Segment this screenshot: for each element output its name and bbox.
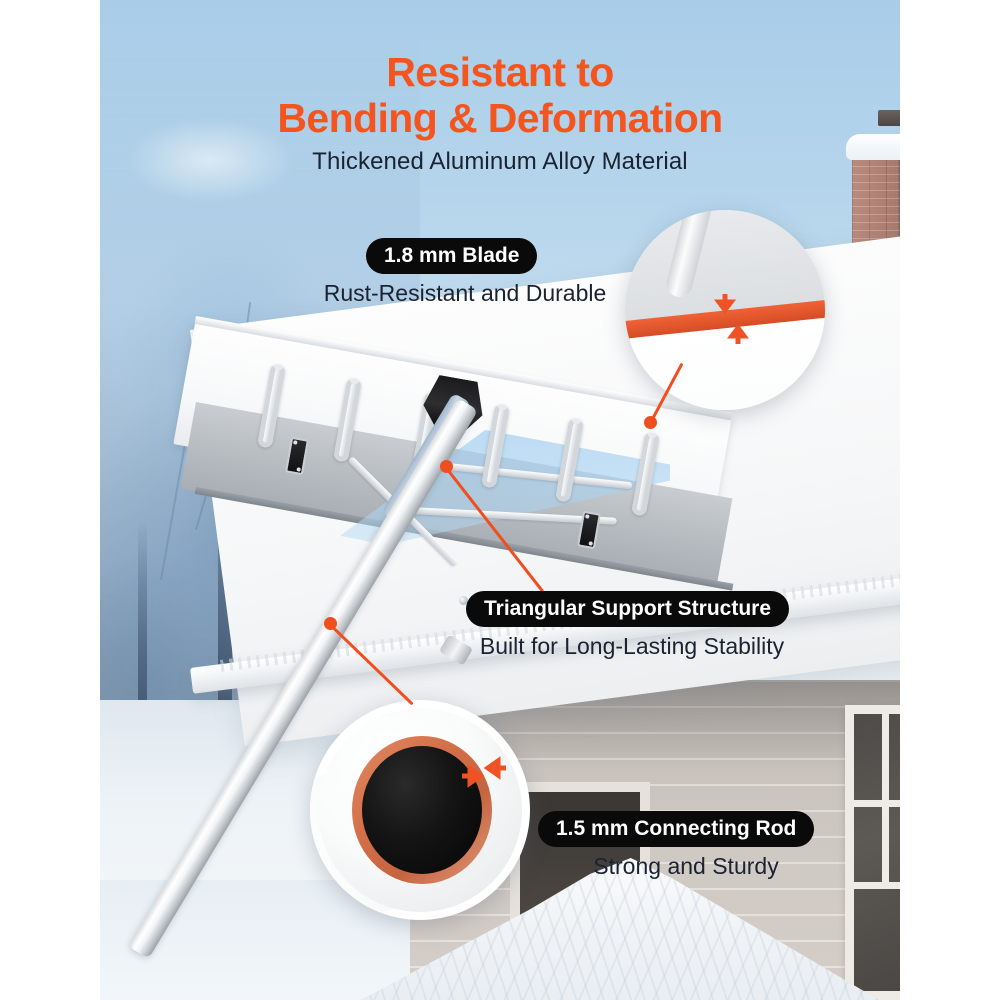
callout-badge-blade: 1.8 mm Blade (366, 238, 538, 274)
tree-trunk (138, 520, 147, 760)
rod-bore (362, 746, 482, 874)
callout-description-connecting-rod: Strong and Sturdy (593, 853, 779, 879)
chimney-cap (878, 110, 900, 126)
blade-thickness-arrows (714, 294, 749, 344)
left-margin (0, 0, 100, 1000)
rod-thickness-inset (310, 700, 530, 920)
callout-description-blade: Rust-Resistant and Durable (323, 280, 607, 306)
rod-leader-dot (324, 617, 337, 630)
chimney-snow-cap (846, 134, 900, 160)
blade-thickness-inset (625, 210, 825, 410)
rake-pole-screw (459, 596, 468, 605)
headline-line-2: Bending & Deformation (277, 94, 723, 141)
callout-description-triangular-support: Built for Long-Lasting Stability (479, 633, 785, 659)
house-window (845, 705, 900, 1000)
headline-line-1: Resistant to (386, 49, 614, 95)
page-subtitle: Thickened Aluminum Alloy Material (312, 148, 688, 175)
right-margin (900, 0, 1000, 1000)
callout-badge-triangular-support: Triangular Support Structure (466, 591, 790, 627)
page-title: Resistant to Bending & Deformation (0, 49, 1000, 142)
callout-badge-connecting-rod: 1.5 mm Connecting Rod (538, 811, 815, 847)
blade-leader-dot (644, 416, 657, 429)
triangle-leader-dot (440, 460, 453, 473)
rod-thickness-arrows (462, 756, 506, 788)
